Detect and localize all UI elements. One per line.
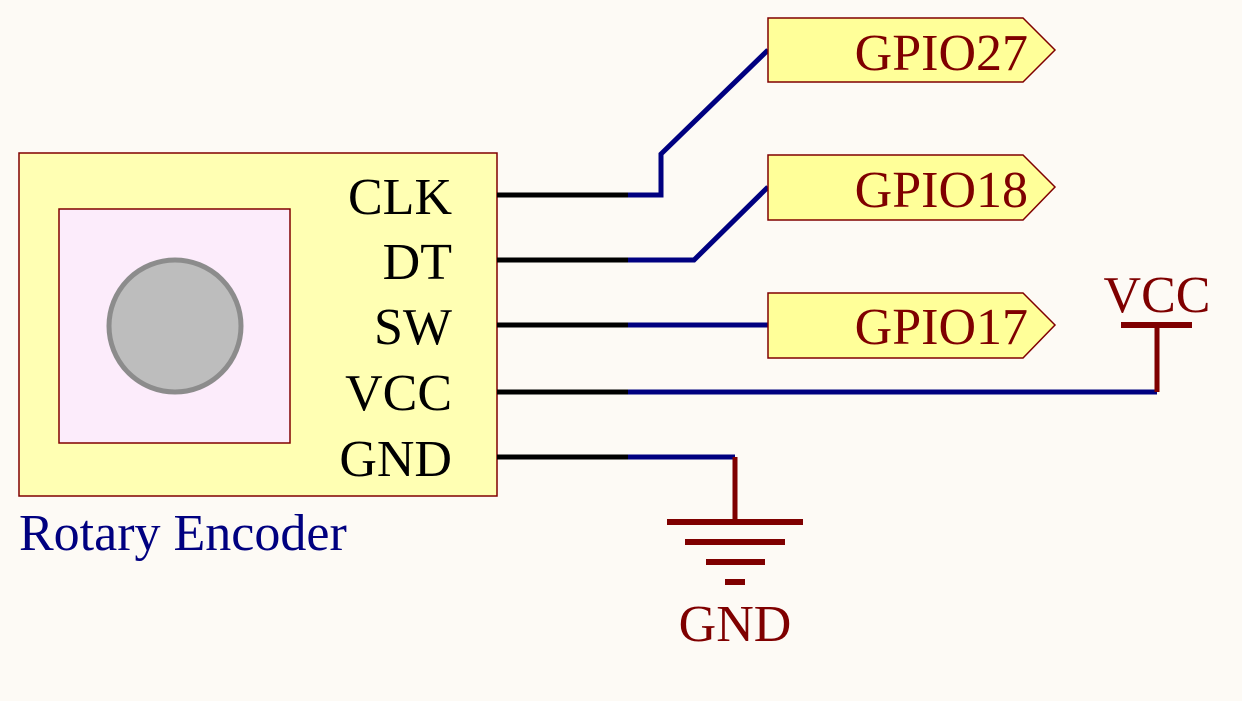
pin-label-vcc: VCC <box>345 365 452 422</box>
pin-label-clk: CLK <box>348 169 452 226</box>
wire-clk-gpio27 <box>628 48 770 198</box>
net-wires <box>628 48 1157 460</box>
ground-symbol: GND <box>667 457 803 653</box>
pin-stubs <box>497 192 628 460</box>
port-gpio17: GPIO17 <box>767 292 1057 359</box>
knob-circle <box>106 257 244 395</box>
port-shape <box>767 17 1057 83</box>
gnd-label: GND <box>679 596 792 653</box>
port-shape <box>767 154 1057 221</box>
vcc-label: VCC <box>1104 267 1211 324</box>
wire-dt-gpio18 <box>628 185 770 263</box>
port-label: GPIO27 <box>855 25 1028 82</box>
port-label: GPIO18 <box>855 162 1028 219</box>
port-gpio18: GPIO18 <box>767 154 1057 221</box>
port-shape <box>767 292 1057 359</box>
port-label: GPIO17 <box>855 299 1028 356</box>
port-gpio27: GPIO27 <box>767 17 1057 83</box>
component-name-label: Rotary Encoder <box>19 505 347 562</box>
vcc-power-symbol: VCC <box>1104 267 1211 392</box>
pin-label-sw: SW <box>374 299 452 356</box>
rotary-encoder-component <box>18 152 498 497</box>
pin-label-gnd: GND <box>339 431 452 488</box>
pin-label-dt: DT <box>383 234 452 291</box>
